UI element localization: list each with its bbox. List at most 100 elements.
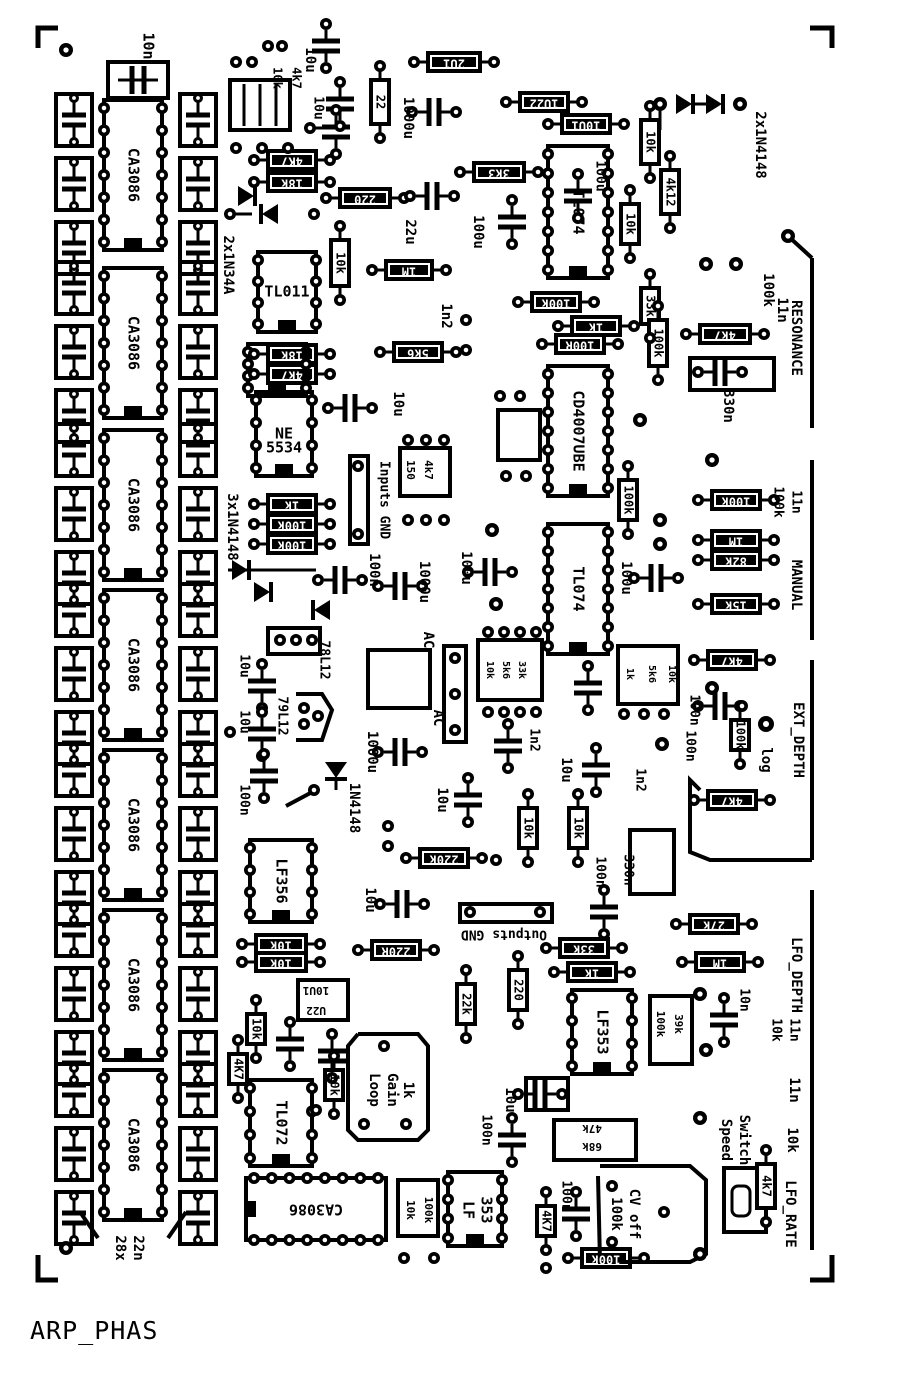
resistor-pad-hole <box>355 947 361 953</box>
pad-hole <box>441 517 447 523</box>
capacitor-pad-hole <box>631 575 637 581</box>
chip-label: TL074 <box>570 566 588 611</box>
ic-notch <box>124 888 142 900</box>
pad-hole <box>72 392 76 396</box>
pad-hole <box>493 601 499 607</box>
ic-pin-hole <box>101 296 107 301</box>
pad-hole <box>196 554 200 558</box>
pad-hole <box>72 906 76 910</box>
pad-hole <box>72 140 76 144</box>
label-cap_100n_b: 100n <box>683 730 698 761</box>
ic-pin-hole <box>313 300 319 305</box>
pad-hole <box>467 909 473 915</box>
resistor-pad-hole <box>667 225 673 231</box>
label-res_82k: 82k <box>724 555 746 569</box>
pad-hole <box>196 790 200 794</box>
resistor-pad-hole <box>453 349 459 355</box>
label-cap_100n_d: 100n <box>479 1114 494 1145</box>
ic-pin-hole <box>251 1175 257 1181</box>
ic-notch <box>124 728 142 740</box>
pad-hole <box>737 101 743 107</box>
resistor-pad-hole <box>551 969 557 975</box>
resistor-pad-hole <box>327 371 333 377</box>
label-caps_28x: 28x <box>112 1235 128 1261</box>
capacitor-pad-hole <box>575 171 581 177</box>
corner-mark <box>35 1255 58 1283</box>
label-res_100k_c: 100k <box>652 329 666 359</box>
resistor-body <box>376 945 416 955</box>
label-res_1m: 1M <box>729 535 743 549</box>
header <box>348 454 370 546</box>
resistor-pad-hole <box>251 541 257 547</box>
resistor-pad-hole <box>543 1247 549 1253</box>
pad-hole <box>265 43 271 49</box>
pad-hole <box>661 1209 667 1215</box>
trace <box>78 1210 100 1240</box>
label-cap_100n_b: 100n <box>237 784 252 815</box>
pad-hole <box>227 211 233 217</box>
pad-hole <box>72 436 76 440</box>
ic-pin-hole <box>629 995 635 1001</box>
capacitor-pad-hole <box>333 107 339 113</box>
ic-pin-hole <box>101 195 107 200</box>
pad-hole <box>72 1194 76 1198</box>
ic-pin-hole <box>253 443 259 448</box>
ic-pin-hole <box>269 1237 274 1243</box>
pad-hole <box>517 629 523 635</box>
ic-pin-hole <box>287 1237 292 1243</box>
resistor-pad-hole <box>377 63 383 69</box>
pad-hole <box>533 629 539 635</box>
resistor-body <box>716 555 756 565</box>
label-res_4k7_b: 4K7 <box>281 155 303 169</box>
ic-pin-hole <box>605 548 611 554</box>
ic-notch <box>124 406 142 418</box>
ic-pin-hole <box>605 529 611 535</box>
ic-pin-hole <box>309 1085 315 1091</box>
pad-hole <box>196 372 200 376</box>
capacitor-pad-hole <box>329 1075 335 1081</box>
ic-pin-hole <box>255 300 261 305</box>
pad-hole <box>423 517 429 523</box>
ic-notch <box>124 1048 142 1060</box>
ic-notch <box>569 484 587 496</box>
label-cap_100u_c: 100u <box>458 551 474 585</box>
label-res_10k_b: 10k <box>644 131 658 153</box>
ic-pin-hole <box>159 915 165 921</box>
label-cv_off: CV off <box>626 1189 642 1240</box>
label-cap_100u_b: 100u <box>593 160 608 191</box>
resistor-pad-hole <box>673 921 679 927</box>
pad-hole <box>385 843 391 849</box>
resistor-pad-hole <box>251 179 257 185</box>
label-cap_10u_d: 10u <box>237 654 252 677</box>
capacitor-pad-hole <box>573 1233 579 1239</box>
ic-pin-hole <box>101 822 107 828</box>
corner-mark <box>810 25 835 48</box>
label-diode_1n4148: 1N4148 <box>346 783 362 834</box>
label-cap_10u_b: 10u <box>311 96 326 119</box>
resistor-pad-hole <box>331 1053 337 1059</box>
pad-hole <box>533 709 539 715</box>
capacitor-pad-hole <box>419 583 425 589</box>
label-cap_100u_d: 100u <box>618 561 634 595</box>
pad-hole <box>381 1043 387 1049</box>
label-res_u22: U22 <box>306 1004 326 1017</box>
label-res_1k_b: 1k <box>284 499 299 513</box>
resistor-pad-hole <box>327 179 333 185</box>
ic-pin-hole <box>159 407 165 413</box>
ic-pin-hole <box>159 150 165 155</box>
pad-hole <box>543 1265 549 1271</box>
pad-hole <box>311 211 317 217</box>
chip-label: LF <box>460 1201 478 1219</box>
label-res_10k_f: 10k <box>784 1127 800 1153</box>
ic-pin-hole <box>101 1165 107 1170</box>
pad-hole <box>196 694 200 698</box>
pad-hole <box>355 463 361 469</box>
ic-pin-hole <box>159 1187 165 1192</box>
resistor-array <box>296 978 350 1022</box>
header <box>458 902 554 924</box>
ic-pin-hole <box>159 867 165 872</box>
pad-hole <box>697 1251 703 1257</box>
ic-pin-hole <box>303 385 309 391</box>
ic-pin-hole <box>340 1175 345 1181</box>
resistor <box>507 968 529 1012</box>
